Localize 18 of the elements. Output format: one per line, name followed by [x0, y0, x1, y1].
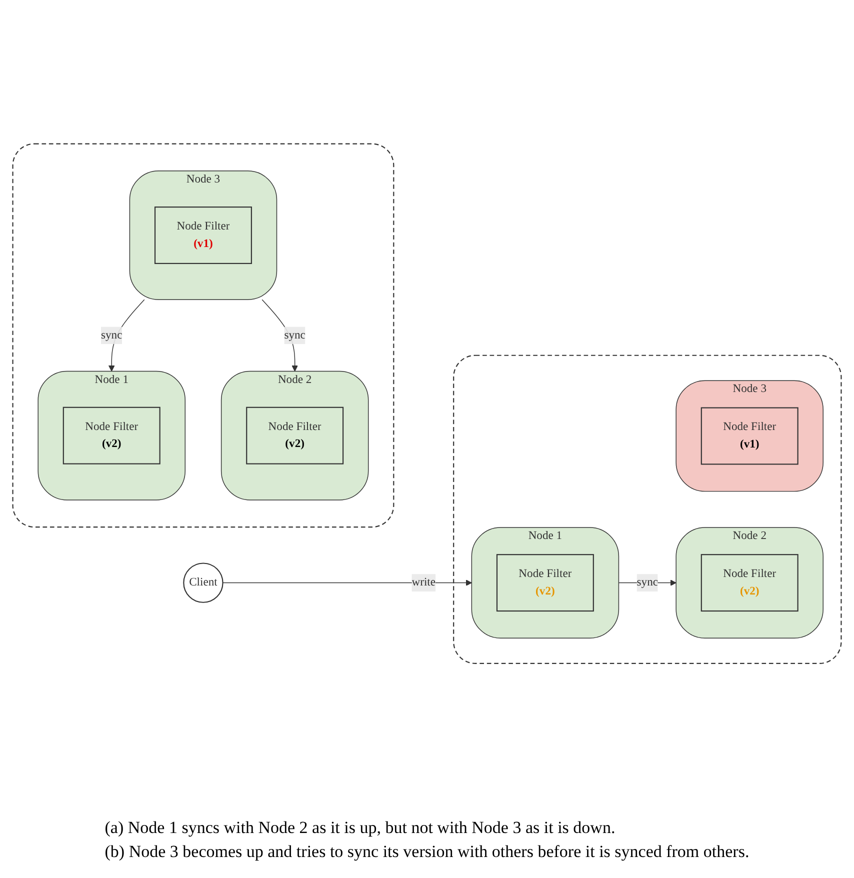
node-box: Node Filter (v2)	[700, 554, 798, 612]
arrow	[108, 300, 145, 372]
cluster	[12, 144, 394, 528]
caption-text: (b) Node 3 becomes up and tries to sync its version with others before it is synced from others.	[104, 842, 750, 862]
edge-label: write	[412, 576, 436, 589]
arrow	[262, 300, 298, 372]
node-box: Node Filter (v2)	[246, 407, 344, 465]
node-box: Node Filter (v2)	[62, 407, 160, 465]
node-circle: Client	[183, 563, 224, 604]
edge-label: sync	[284, 329, 306, 342]
node-box: Node Filter (v1)	[700, 408, 798, 466]
edge-label: sync	[101, 329, 122, 342]
cluster	[453, 355, 842, 664]
edge-label: sync	[636, 576, 658, 589]
caption-text: (a) Node 1 syncs with Node 2 as it is up, but not with Node 3 as it is down.	[104, 818, 616, 838]
arrow	[222, 580, 472, 586]
node-box: Node Filter (v2)	[496, 554, 594, 612]
node-box: Node Filter (v1)	[154, 206, 252, 264]
